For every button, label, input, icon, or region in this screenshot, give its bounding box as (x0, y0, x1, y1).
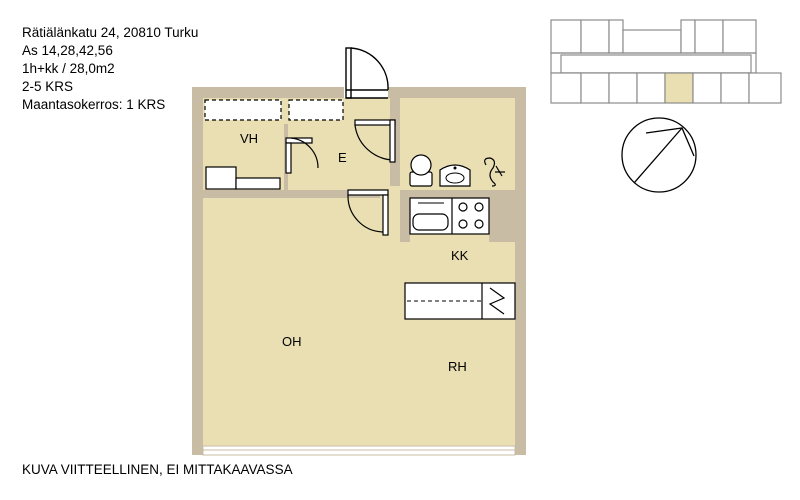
label-oh: OH (282, 334, 302, 349)
kitchen-column (489, 198, 515, 242)
ground-floor: Maantasokerros: 1 KRS (22, 97, 166, 112)
closet-left (204, 99, 282, 121)
bath-door (354, 119, 396, 163)
key-plan-highlight-unit (664, 72, 694, 104)
toilet-icon (409, 154, 433, 187)
disclaimer: KUVA VIITTEELLINEN, EI MITTAKAAVASSA (22, 462, 293, 477)
vh-door (285, 137, 319, 174)
wall-bath-south (400, 190, 515, 198)
key-plan (550, 19, 782, 104)
label-vh: VH (240, 131, 258, 146)
label-e: E (338, 150, 347, 165)
living-door (347, 189, 389, 236)
compass-icon (621, 117, 697, 193)
layout-size: 1h+kk / 28,0m2 (22, 61, 115, 76)
closet-right (288, 99, 344, 121)
apartment-numbers: As 14,28,42,56 (22, 43, 113, 58)
wall-vh-south (203, 190, 350, 198)
vh-bench (205, 166, 281, 190)
kitchen-sink (412, 202, 449, 231)
stove-icon (458, 202, 484, 229)
shower-icon (484, 157, 505, 187)
entrance-door (345, 47, 389, 99)
listing-info: Rätiälänkatu 24, 20810 Turku As 14,28,42… (22, 24, 198, 114)
kitchen-wall-stub (400, 198, 410, 242)
label-kk: KK (451, 248, 469, 263)
kitchen-island (404, 282, 516, 320)
entrance-door-opening (344, 87, 388, 98)
floors: 2-5 KRS (22, 79, 74, 94)
address: Rätiälänkatu 24, 20810 Turku (22, 25, 199, 40)
sink-icon (439, 164, 471, 187)
room-oh-floor (203, 198, 515, 446)
label-rh: RH (448, 359, 467, 374)
